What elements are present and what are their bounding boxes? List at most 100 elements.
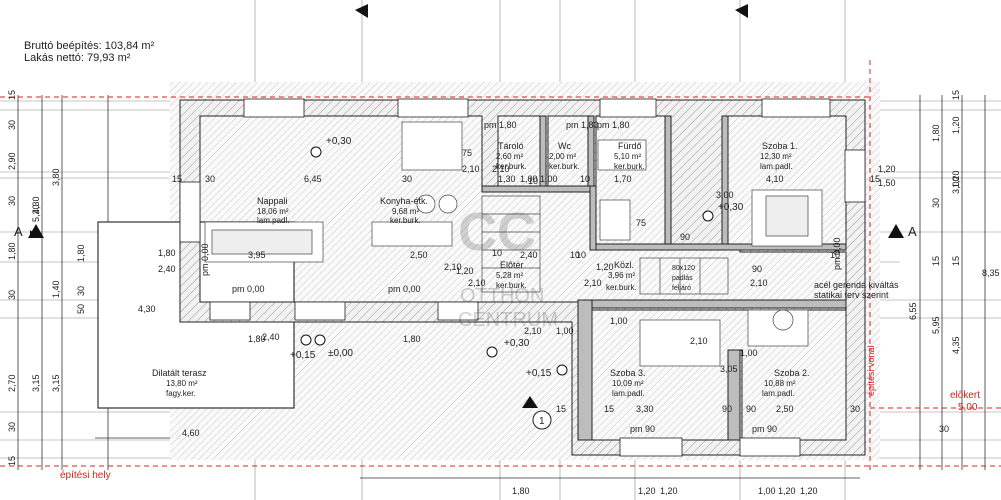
dimension-label: 4,35	[951, 336, 961, 354]
dimension-label: 15	[931, 256, 941, 266]
steel-beam-note-1: acél gerenda kiváltás	[814, 280, 899, 290]
room-area-konyha: 9,68 m²	[392, 207, 419, 216]
build-line-label: építési vonal	[866, 345, 876, 396]
furniture	[204, 121, 823, 367]
dimension-label: 1,00	[540, 174, 558, 184]
level-label: +0,30	[504, 338, 530, 349]
axis-number: 1	[539, 416, 545, 427]
dimension-label: 15	[556, 404, 566, 414]
dimension-label: 30	[205, 174, 215, 184]
sill-label: pm 0,00	[388, 284, 421, 294]
dimension-label: 4,30	[138, 304, 156, 314]
stairs	[481, 195, 729, 295]
dimension-label: 1,40	[51, 280, 61, 298]
room-name-eloter: Előtér	[500, 260, 524, 270]
room-name-wc: Wc	[558, 141, 571, 151]
room-area-wc: 2,00 m²	[549, 152, 576, 161]
dimension-label: 1,50	[878, 178, 896, 188]
dimension-label: 30	[7, 290, 17, 300]
dimension-label: 10	[492, 248, 502, 258]
dimension-label: 2,10	[492, 164, 510, 174]
dimension-label: 30	[7, 422, 17, 432]
room-area-furdo: 5,10 m²	[614, 152, 641, 161]
dimension-label: 15	[172, 174, 182, 184]
gross-area-label: Bruttó beépítés: 103,84 m²	[24, 40, 155, 52]
dimension-label: 1,80	[76, 244, 86, 262]
section-arrow-top-left	[355, 4, 368, 18]
room-area-terasz: 13,80 m²	[166, 379, 198, 388]
dimension-label: 15	[951, 256, 961, 266]
room-name-szoba1: Szoba 1.	[762, 141, 798, 151]
sill-label: pm 0,00	[232, 284, 265, 294]
sill-label: pm 1,80	[597, 120, 630, 130]
dimension-label: 90	[722, 404, 732, 414]
dimension-label: 90	[746, 404, 756, 414]
dimension-label: 1,70	[614, 174, 632, 184]
section-markers	[28, 4, 904, 408]
dimension-label: 30	[76, 286, 86, 296]
dimension-label: 30	[850, 404, 860, 414]
dimension-label: 90	[680, 232, 690, 242]
room-name-tarolo: Tároló	[498, 141, 524, 151]
dimension-label: 1,80	[931, 124, 941, 142]
dimension-label: 2,90	[7, 152, 17, 170]
room-area-szoba3: 10,09 m²	[612, 379, 644, 388]
dimension-label: 6,45	[304, 174, 322, 184]
room-floor-wc: ker.burk.	[549, 162, 580, 171]
dimension-label: 10	[580, 174, 590, 184]
dimension-label: 1,20	[878, 164, 896, 174]
dimension-label: 15	[870, 174, 880, 184]
room-name-szoba3: Szoba 3.	[610, 368, 646, 378]
room-floor-eloter: ker.burk.	[496, 281, 527, 290]
windows	[179, 98, 866, 457]
dimension-label: 4,30	[31, 196, 41, 214]
room-name-szoba2: Szoba 2.	[774, 368, 810, 378]
dimension-label: 1,80	[7, 242, 17, 260]
level-label: +0,15	[526, 368, 552, 379]
level-markers	[300, 146, 714, 376]
room-name-konyha: Konyha-étk.	[380, 196, 428, 206]
attic-size: 80x120	[672, 265, 695, 272]
dimension-label: 3,05	[720, 364, 738, 374]
dimension-label: 1,00	[556, 326, 574, 336]
dimension-label: 50	[76, 304, 86, 314]
room-floor-terasz: fagy.ker.	[166, 389, 196, 398]
section-arrow-left	[28, 224, 44, 238]
dimension-label: 3,15	[31, 374, 41, 392]
front-yard-label: előkert	[950, 390, 980, 401]
attic-label: padlás	[672, 275, 693, 282]
dimension-label: 3,00	[716, 190, 734, 200]
dimension-label: 1,30	[498, 174, 516, 184]
dimension-label: 30	[7, 196, 17, 206]
dimension-label: 1,80	[248, 334, 266, 344]
dimension-label: 1,80	[512, 486, 530, 496]
dimension-label: 10	[528, 176, 538, 186]
partitions	[481, 115, 847, 441]
dimension-label: 75	[462, 148, 472, 158]
dimension-label: 2,10	[690, 336, 708, 346]
dimension-label: 30	[939, 424, 949, 434]
dimension-label: 2,10	[584, 278, 602, 288]
sill-label: pm 0,00	[200, 243, 210, 276]
dimension-label: 2,40	[262, 332, 280, 342]
level-label: +0,30	[326, 136, 352, 147]
dimension-label: 1,00	[610, 316, 628, 326]
sill-label: pm 90	[752, 424, 777, 434]
sill-label: pm 1,80	[566, 120, 599, 130]
dimension-label: 2,40	[520, 250, 538, 260]
dimension-label: 2,50	[776, 404, 794, 414]
room-area-szoba1: 12,30 m²	[760, 152, 792, 161]
dimension-label: 1,00	[740, 348, 758, 358]
svg-text:CC: CC	[458, 202, 536, 262]
watermark-line-2: CENTRUM	[458, 309, 558, 331]
room-floor-szoba1: lam.padl.	[760, 162, 792, 171]
dimension-label: 6,55	[908, 302, 918, 320]
dimension-label: 1,20	[951, 116, 961, 134]
dimension-label: 15	[604, 404, 614, 414]
dimension-label: 1,20	[951, 170, 961, 188]
dimension-label: 15	[7, 90, 17, 100]
sill-label: pm 0,00	[832, 237, 842, 270]
dimension-label: 1,20	[456, 266, 474, 276]
dimension-label: 90	[752, 264, 762, 274]
steel-beam-note-2: statikai terv szerint	[814, 290, 889, 300]
